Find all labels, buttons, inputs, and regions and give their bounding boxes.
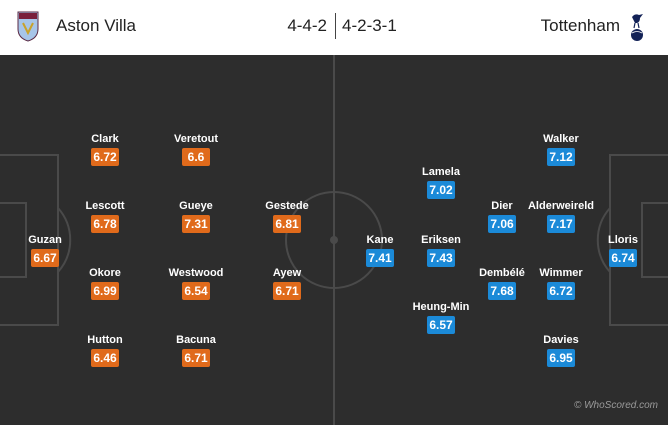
player-rating: 7.43 [427,249,455,267]
pitch-markings [0,55,668,425]
match-header: Aston Villa 4-4-2 4-2-3-1 Tottenham [0,0,668,55]
player-rating: 6.71 [182,349,210,367]
player-rating: 6.71 [273,282,301,300]
player-home-gueye[interactable]: Gueye 7.31 [156,200,236,233]
player-rating: 6.78 [91,215,119,233]
player-rating: 7.12 [547,148,575,166]
player-away-davies[interactable]: Davies 6.95 [521,334,601,367]
player-rating: 6.67 [31,249,59,267]
player-home-ayew[interactable]: Ayew 6.71 [247,267,327,300]
player-rating: 6.46 [91,349,119,367]
player-rating: 7.06 [488,215,516,233]
player-name: Kane [366,234,394,246]
player-rating: 6.57 [427,316,455,334]
player-rating: 7.41 [366,249,394,267]
whoscored-watermark: © WhoScored.com [573,400,658,411]
player-name: Gueye [179,200,213,212]
player-rating: 6.6 [182,148,210,166]
player-name: Bacuna [176,334,216,346]
player-name: Veretout [173,133,218,145]
player-name: Clark [91,133,119,145]
player-name: Heung-Min [412,301,470,313]
player-home-okore[interactable]: Okore 6.99 [65,267,145,300]
player-name: Walker [543,133,579,145]
player-rating: 6.99 [91,282,119,300]
player-name: Wimmer [539,267,583,279]
player-name: Eriksen [421,234,461,246]
player-rating: 6.54 [182,282,210,300]
away-formation: 4-2-3-1 [342,16,397,35]
player-away-alderweireld[interactable]: Alderweireld 7.17 [521,200,601,233]
player-away-eriksen[interactable]: Eriksen 7.43 [401,234,481,267]
player-away-kane[interactable]: Kane 7.41 [340,234,420,267]
player-rating: 6.72 [547,282,575,300]
player-rating: 7.02 [427,181,455,199]
player-rating: 6.81 [273,215,301,233]
player-away-dembele[interactable]: Dembélé 7.68 [462,267,542,300]
home-formation: 4-4-2 [287,16,327,35]
player-rating: 6.95 [547,349,575,367]
player-home-guzan[interactable]: Guzan 6.67 [5,234,85,267]
player-home-clark[interactable]: Clark 6.72 [65,133,145,166]
player-away-lloris[interactable]: Lloris 6.74 [583,234,663,267]
player-name: Ayew [272,267,302,279]
home-team-name[interactable]: Aston Villa [56,16,137,35]
away-team-name[interactable]: Tottenham [540,16,620,35]
player-away-lamela[interactable]: Lamela 7.02 [401,166,481,199]
pitch: Guzan 6.67 Clark 6.72 Lescott 6.78 Okore… [0,55,668,425]
player-away-wimmer[interactable]: Wimmer 6.72 [521,267,601,300]
player-name: Gestede [265,200,309,212]
player-name: Lamela [422,166,460,178]
player-name: Lloris [608,234,638,246]
player-home-veretout[interactable]: Veretout 6.6 [156,133,236,166]
player-home-hutton[interactable]: Hutton 6.46 [65,334,145,367]
player-away-heung-min[interactable]: Heung-Min 6.57 [401,301,481,334]
player-home-gestede[interactable]: Gestede 6.81 [247,200,327,233]
tottenham-crest-icon [631,14,643,41]
formation-divider [335,13,336,39]
player-name: Dembélé [479,267,525,279]
player-name: Lescott [85,200,125,212]
player-name: Alderweireld [527,200,595,212]
player-home-lescott[interactable]: Lescott 6.78 [65,200,145,233]
player-home-westwood[interactable]: Westwood 6.54 [156,267,236,300]
player-name: Hutton [87,334,123,346]
player-name: Okore [89,267,121,279]
player-rating: 7.31 [182,215,210,233]
player-rating: 7.17 [547,215,575,233]
player-home-bacuna[interactable]: Bacuna 6.71 [156,334,236,367]
player-away-dier[interactable]: Dier 7.06 [462,200,542,233]
player-rating: 6.72 [91,148,119,166]
player-name: Davies [543,334,579,346]
player-rating: 6.74 [609,249,637,267]
player-name: Dier [491,200,513,212]
player-name: Guzan [28,234,62,246]
player-name: Westwood [168,267,224,279]
player-away-walker[interactable]: Walker 7.12 [521,133,601,166]
player-rating: 7.68 [488,282,516,300]
aston-villa-crest-icon [17,11,39,42]
